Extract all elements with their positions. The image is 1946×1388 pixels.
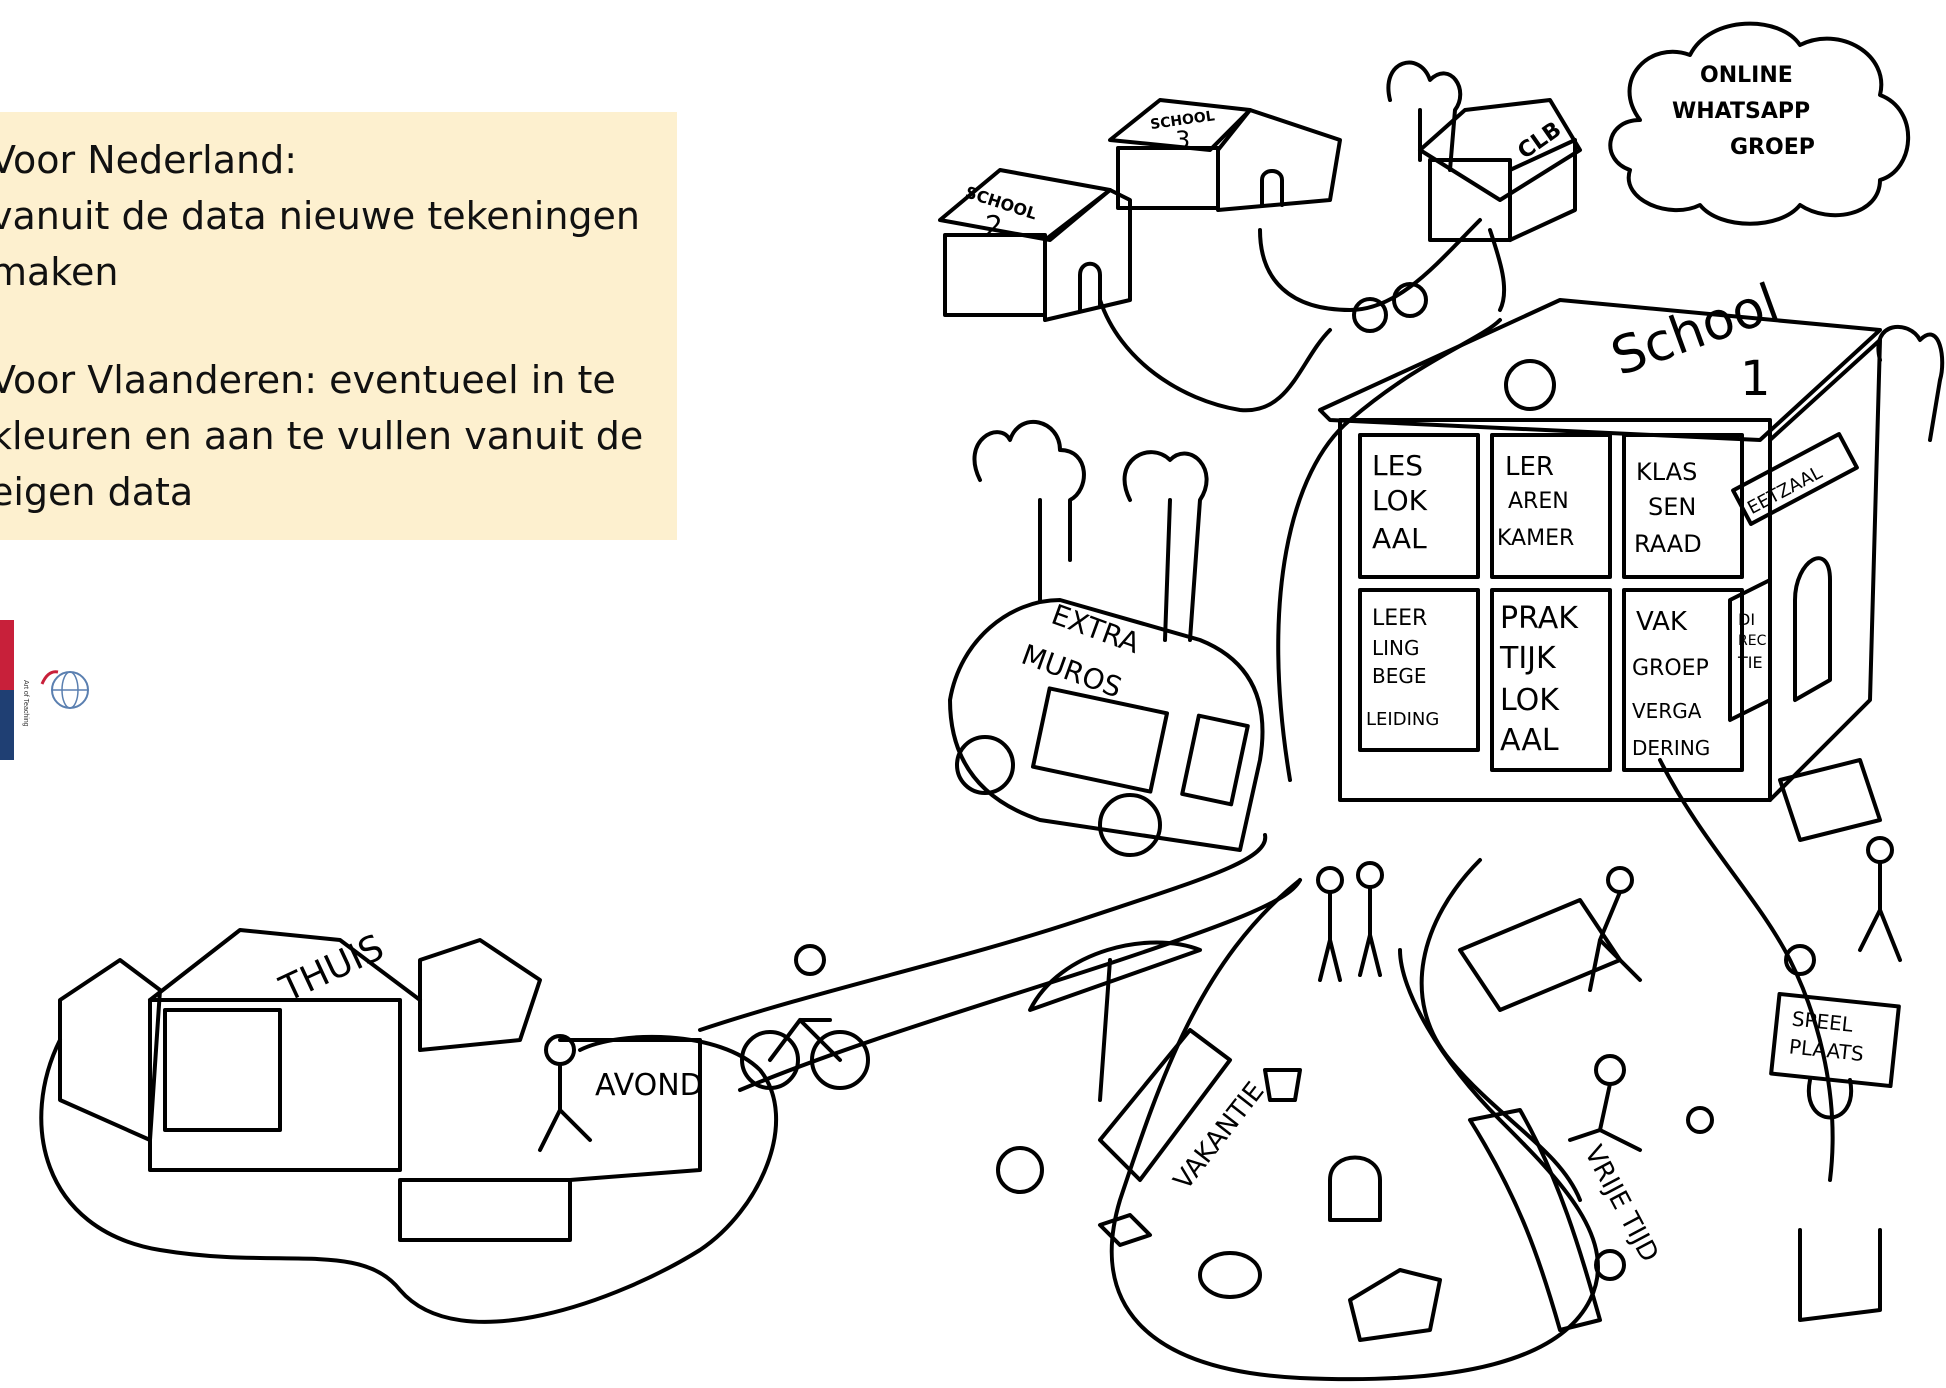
room-lerarenkamer-line-2: AREN [1508,489,1569,514]
room-praktijklokaal-line-4: AAL [1500,723,1559,758]
school2-building [945,235,1045,315]
room-vakgroepvergadering-line-1: VAK [1636,607,1688,637]
vakantie-label: VAKANTIE [1168,1077,1270,1196]
directie-window [1730,580,1770,720]
yarn-ball-icon [1596,1251,1624,1279]
cloud-line-2: WHATSAPP [1672,99,1810,124]
room-praktijklokaal-line-1: PRAK [1500,601,1579,636]
bus-front-window [1182,716,1248,805]
room-leerlingbegeleiding-line-1: LEER [1372,606,1427,631]
person-icon [796,946,824,974]
room-leslokaal-line-3: AAL [1372,522,1427,555]
thuis-window [165,1010,280,1130]
tennis-racket-icon [1200,1253,1260,1297]
school3-building [1118,148,1218,208]
thuis-house-side-left [60,960,160,1140]
school3-wing [1218,110,1340,210]
person-icon [1860,838,1900,960]
room-vakgroepvergadering-line-2: GROEP [1632,656,1709,681]
person-icon [540,1036,590,1150]
school1-side [1770,340,1880,800]
room-vakgroepvergadering-line-3: VERGA [1632,699,1702,723]
room-praktijklokaal-line-2: TIJK [1499,641,1557,676]
room-klassenraad-line-1: KLAS [1636,458,1697,486]
path-to-school3 [1260,220,1480,310]
room-praktijklokaal-line-3: LOK [1500,683,1560,718]
vrije-tijd-label: VRIJE TIJD [1578,1141,1664,1267]
speelplaats-line-1: SPEEL [1791,1006,1855,1036]
picnic-table-icon [1780,760,1880,840]
person-icon [1358,863,1382,975]
person-icon [1688,1108,1712,1132]
vakantie-umbrella [1030,943,1200,1101]
book-icon [1100,1215,1150,1245]
room-leslokaal-line-1: LES [1372,449,1423,482]
school2-door [1080,264,1100,310]
avond-couch-back [560,1040,700,1180]
room-leerlingbegeleiding-line-2: LING [1372,636,1420,660]
room-klassenraad-line-3: RAAD [1634,530,1702,558]
room-vakgroepvergadering-line-4: DERING [1632,736,1710,760]
person-icon [1570,1056,1640,1150]
room-leerlingbegeleiding-line-3: BEGE [1372,664,1427,688]
thuis-house [150,1000,400,1170]
cup-icon [1265,1070,1300,1100]
thuis-house-side-right [420,940,540,1050]
directie-line-1: DI [1738,610,1755,629]
tree-icon [1878,327,1942,440]
beach-ball-icon [998,1148,1042,1192]
school2-number: 2 [985,209,1003,242]
bus-window [1033,688,1167,791]
avond-label: AVOND [595,1068,703,1103]
school3-door [1262,171,1282,205]
room-klassenraad-line-2: SEN [1648,493,1696,521]
person-icon [1318,868,1342,980]
bicycle-icon [742,1020,868,1088]
school1-number: 1 [1740,351,1771,407]
cloud-line-3: GROEP [1730,135,1815,160]
room-lerarenkamer-line-1: LER [1505,452,1554,482]
path-to-bus [700,835,1265,1030]
room-lerarenkamer-line-3: KAMER [1497,526,1574,551]
room-leslokaal-line-2: LOK [1372,484,1428,517]
speelplaats-line-2: PLAATS [1788,1034,1865,1066]
basketball-hoop-icon [1800,1080,1880,1320]
directie-line-3: TIE [1737,653,1763,672]
school1-door [1795,558,1830,700]
room-leerlingbegeleiding-line-4: LEIDING [1366,709,1439,730]
path-to-school2 [1100,300,1330,410]
watering-can-icon [1330,1158,1380,1221]
directie-line-2: REC [1738,633,1767,649]
ice-skates-icon [1350,1270,1440,1340]
bus-wheel [1100,795,1160,855]
avond-couch [400,1180,570,1240]
path-to-home-lower [740,880,1300,1090]
cloud-line-1: ONLINE [1700,63,1793,88]
school3-number: 3 [1175,126,1190,154]
school1-round-window [1506,361,1554,409]
